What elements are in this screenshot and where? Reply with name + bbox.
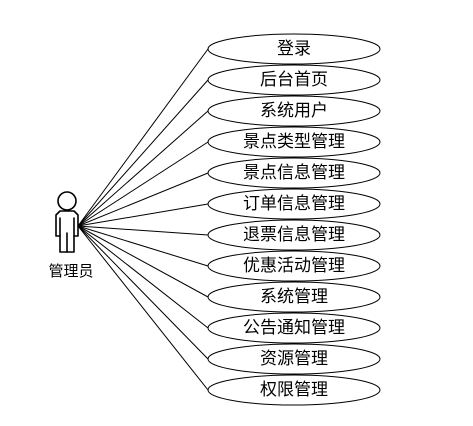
use-case-ellipse <box>207 281 381 313</box>
use-case-permission-mgmt: 权限管理 <box>207 374 381 406</box>
use-case-notice-mgmt: 公告通知管理 <box>207 312 381 344</box>
use-case-ellipse <box>207 64 381 96</box>
use-case-label: 公告通知管理 <box>243 318 345 338</box>
use-case-ellipse <box>207 95 381 127</box>
use-case-ellipse <box>207 157 381 189</box>
use-case-label: 优惠活动管理 <box>243 256 345 276</box>
use-case-label: 权限管理 <box>260 380 328 400</box>
use-case-label: 退票信息管理 <box>243 225 345 245</box>
use-case-resource-mgmt: 资源管理 <box>207 343 381 375</box>
use-case-dashboard: 后台首页 <box>207 64 381 96</box>
use-case-system-users: 系统用户 <box>207 95 381 127</box>
use-case-label: 景点类型管理 <box>243 132 345 152</box>
use-case-label: 登录 <box>277 39 311 59</box>
actor-label: 管理员 <box>48 262 93 280</box>
use-case-scenic-type-mgmt: 景点类型管理 <box>207 126 381 158</box>
actor: 管理员 <box>48 191 94 280</box>
use-case-refund-info-mgmt: 退票信息管理 <box>207 219 381 251</box>
association-line-notice-mgmt <box>77 225 209 329</box>
use-case-ellipse <box>207 312 381 344</box>
use-case-ellipse <box>207 374 381 406</box>
use-case-label: 系统用户 <box>260 101 328 121</box>
use-case-label: 资源管理 <box>260 349 328 369</box>
use-case-login: 登录 <box>207 33 381 65</box>
association-line-promotion-mgmt <box>77 225 209 267</box>
use-case-ellipse <box>207 33 381 65</box>
use-case-ellipse <box>207 219 381 251</box>
use-case-promotion-mgmt: 优惠活动管理 <box>207 250 381 282</box>
association-line-scenic-type-mgmt <box>77 141 209 227</box>
association-lines <box>77 48 209 391</box>
use-case-system-mgmt: 系统管理 <box>207 281 381 313</box>
association-line-scenic-info-mgmt <box>77 172 209 227</box>
association-line-resource-mgmt <box>77 225 209 360</box>
use-case-scenic-info-mgmt: 景点信息管理 <box>207 157 381 189</box>
actor-icon <box>55 191 79 253</box>
association-line-order-info-mgmt <box>77 203 209 227</box>
use-case-label: 后台首页 <box>260 70 328 90</box>
use-case-ellipse <box>207 250 381 282</box>
use-case-ellipse <box>207 343 381 375</box>
association-line-system-mgmt <box>77 225 209 298</box>
use-case-ellipse <box>207 126 381 158</box>
use-case-label: 系统管理 <box>260 287 328 307</box>
use-case-label: 订单信息管理 <box>243 194 345 214</box>
association-line-dashboard <box>77 79 209 227</box>
use-case-list: 登录后台首页系统用户景点类型管理景点信息管理订单信息管理退票信息管理优惠活动管理… <box>207 33 381 406</box>
use-case-label: 景点信息管理 <box>243 163 345 183</box>
association-line-refund-info-mgmt <box>77 225 209 236</box>
association-line-system-users <box>77 110 209 227</box>
use-case-order-info-mgmt: 订单信息管理 <box>207 188 381 220</box>
association-line-login <box>77 48 209 227</box>
use-case-ellipse <box>207 188 381 220</box>
association-line-permission-mgmt <box>77 225 209 391</box>
